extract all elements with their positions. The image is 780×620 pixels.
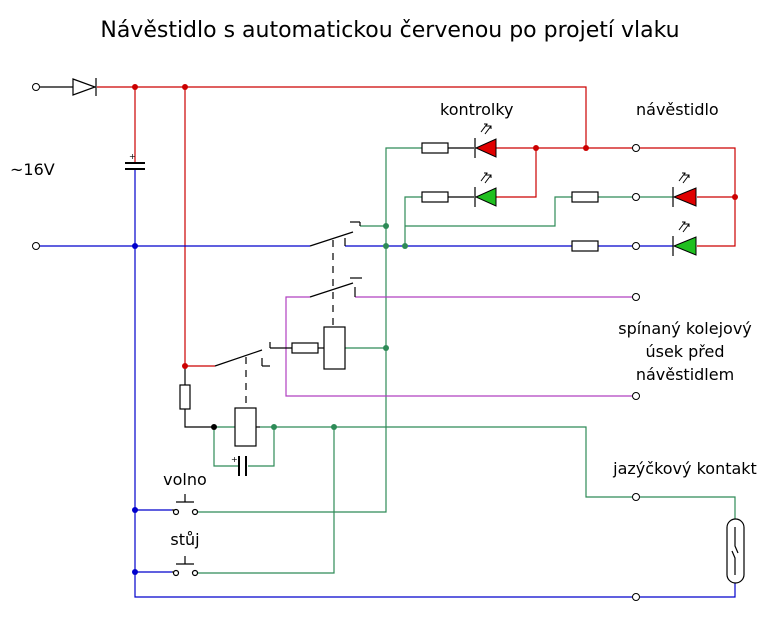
resistor-signal-green xyxy=(571,240,599,252)
relay-contacts xyxy=(214,221,362,367)
diode-icon xyxy=(72,78,97,96)
green-wiring xyxy=(198,147,736,574)
timing-capacitor-plus-icon: + xyxy=(231,455,238,464)
junction-dots xyxy=(132,84,738,575)
timing-capacitor-icon xyxy=(238,456,247,476)
reed-label: jazýčkový kontakt xyxy=(612,459,757,478)
free-button-label: volno xyxy=(163,470,207,489)
resistor-relay-upper xyxy=(291,342,319,354)
resistors xyxy=(179,142,599,410)
resistor-vertical xyxy=(179,384,191,410)
blue-wiring xyxy=(40,170,736,598)
relay-upper-coil xyxy=(323,326,346,370)
track-label-1: spínaný kolejový xyxy=(618,319,752,338)
diagram-title: Návěstidlo s automatickou červenou po pr… xyxy=(100,18,679,43)
capacitor-icon xyxy=(125,162,145,170)
stop-push-button-icon xyxy=(172,556,199,577)
track-label-2: úsek před xyxy=(645,342,724,361)
track-label-3: návěstidlem xyxy=(636,365,734,384)
relay-lower-coil xyxy=(234,407,257,447)
signal-label: návěstidlo xyxy=(636,100,719,119)
terminal-icon xyxy=(32,83,640,601)
resistor-signal-red xyxy=(571,191,599,203)
reed-switch-icon xyxy=(726,518,745,584)
indicators-label: kontrolky xyxy=(440,100,514,119)
push-button-icon xyxy=(172,494,199,516)
resistor-green-indicator xyxy=(421,191,449,203)
resistor-red-indicator xyxy=(421,142,449,154)
black-wiring xyxy=(40,86,324,428)
relay-coil-icon xyxy=(234,326,346,447)
led-icon xyxy=(448,123,697,256)
stop-button-label: stůj xyxy=(170,530,199,549)
magenta-wiring xyxy=(285,296,632,397)
capacitor-plus-icon: + xyxy=(129,152,136,161)
supply-label: ~16V xyxy=(10,160,55,179)
mechanical-linkage xyxy=(245,240,334,408)
